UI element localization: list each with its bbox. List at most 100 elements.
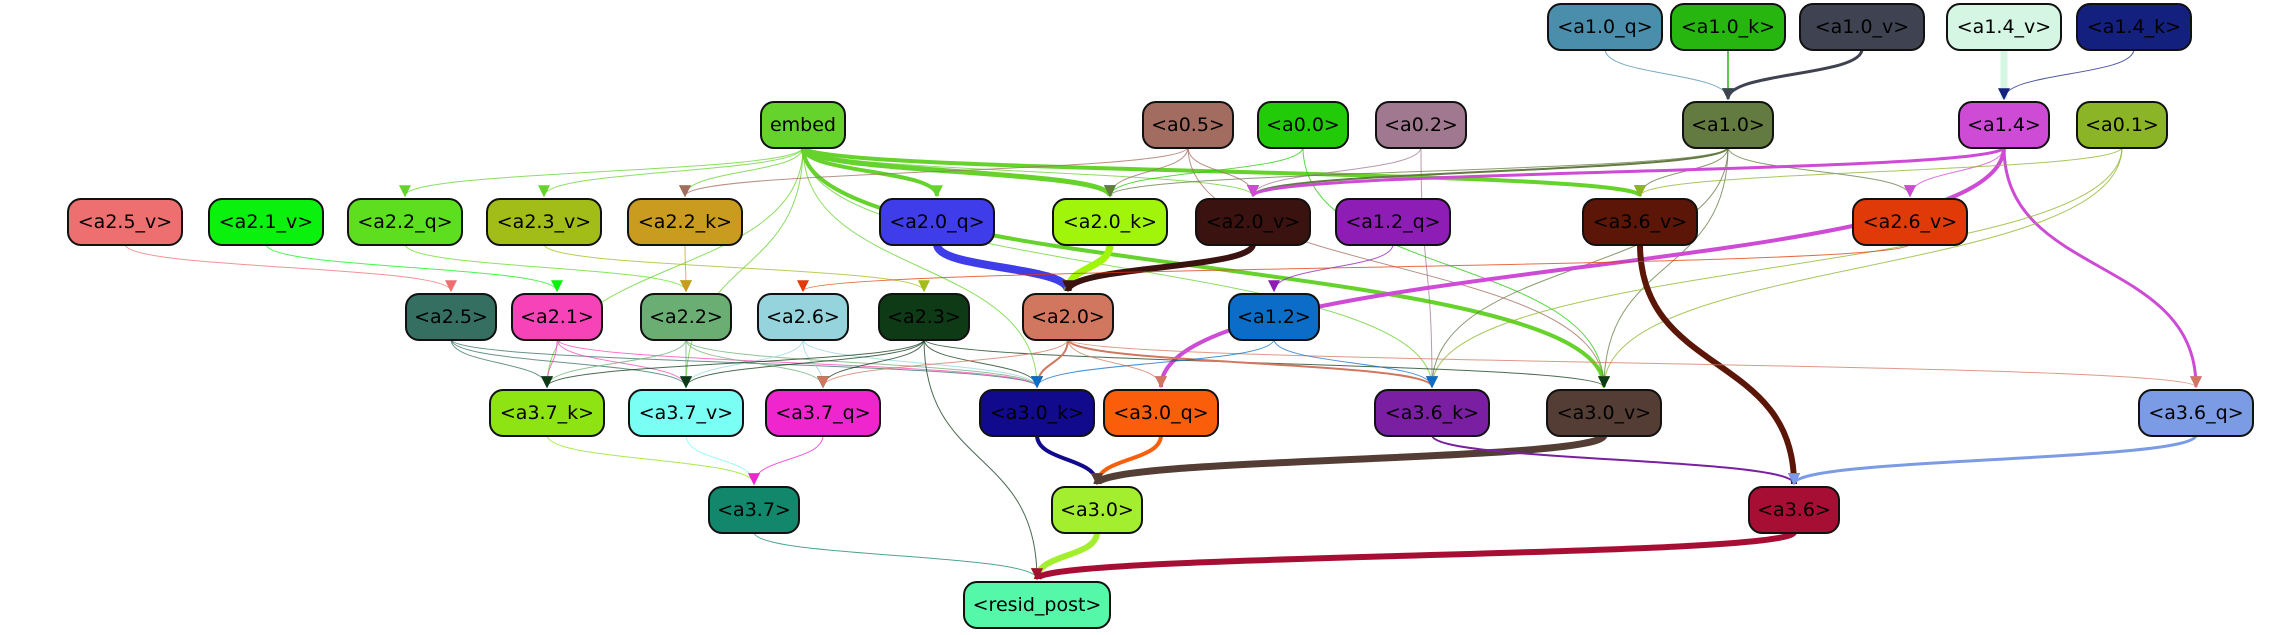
edge-embed-to-a3.7_v (680, 146, 804, 389)
node-a1-2-q[interactable]: <a1.2_q> (1335, 198, 1451, 246)
edge-a1.0_q-to-a1.0 (1604, 48, 1734, 101)
node-a3-6[interactable]: <a3.6> (1748, 486, 1840, 534)
node-a3-0-q[interactable]: <a3.0_q> (1103, 389, 1219, 437)
edge-embed-to-a3.7_k (541, 146, 804, 389)
node-label: <a0.0> (1266, 114, 1340, 136)
node-label: <a3.6_k> (1384, 402, 1480, 424)
edge-a2.5_v-to-a2.5 (124, 243, 457, 293)
node-label: <a2.2_k> (637, 211, 733, 233)
edge-a3.7_v-to-a3.7 (685, 434, 760, 486)
node-a2-0-q[interactable]: <a2.0_q> (879, 198, 995, 246)
edge-a0.0-to-a2.0_k (1104, 146, 1304, 198)
node-a1-4[interactable]: <a1.4> (1958, 101, 2050, 149)
node-a2-2[interactable]: <a2.2> (640, 293, 732, 341)
node-a2-1[interactable]: <a2.1> (511, 293, 603, 341)
node-a2-6[interactable]: <a2.6> (757, 293, 849, 341)
node-a3-7[interactable]: <a3.7> (708, 486, 800, 534)
node-a1-0-q[interactable]: <a1.0_q> (1547, 3, 1663, 51)
node-a3-6-q[interactable]: <a3.6_q> (2138, 389, 2254, 437)
node-label: <a1.4_v> (1956, 16, 2052, 38)
edge-a1.0-to-a3.0_v (1598, 146, 1729, 389)
node-label: <a1.2_q> (1345, 211, 1441, 233)
node-a3-7-v[interactable]: <a3.7_v> (628, 389, 744, 437)
node-a0-5[interactable]: <a0.5> (1142, 101, 1234, 149)
node-label: <a1.0_k> (1680, 16, 1776, 38)
node-a2-3[interactable]: <a2.3> (878, 293, 970, 341)
node-label: <a2.6_v> (1862, 211, 1958, 233)
node-label: <a2.1_v> (218, 211, 314, 233)
node-label: <a2.1> (520, 306, 594, 328)
node-a0-0[interactable]: <a0.0> (1257, 101, 1349, 149)
node-a3-7-q[interactable]: <a3.7_q> (765, 389, 881, 437)
node-label: <a3.7_v> (638, 402, 734, 424)
edge-a3.0_v-to-a3.0 (1091, 431, 1608, 488)
edge-a2.6-to-a3.0_k (802, 338, 1043, 389)
edge-embed-to-a2.0_v (802, 146, 1259, 198)
node-a1-0[interactable]: <a1.0> (1682, 101, 1774, 149)
node-a2-1-v[interactable]: <a2.1_v> (208, 198, 324, 246)
node-label: <resid_post> (972, 594, 1102, 616)
node-label: <a1.0_v> (1814, 16, 1910, 38)
edge-a3.6_v-to-a3.6 (1637, 243, 1800, 486)
node-label: <a2.2> (649, 306, 723, 328)
edge-embed-to-a2.2_q (399, 146, 804, 198)
node-a3-0-v[interactable]: <a3.0_v> (1546, 389, 1662, 437)
node-a2-5[interactable]: <a2.5> (405, 293, 497, 341)
node-label: <a2.0_q> (889, 211, 985, 233)
node-a2-0-v[interactable]: <a2.0_v> (1195, 198, 1311, 246)
node-a3-6-k[interactable]: <a3.6_k> (1374, 389, 1490, 437)
node-a2-2-k[interactable]: <a2.2_k> (627, 198, 743, 246)
node-label: <a0.1> (2085, 114, 2159, 136)
node-a1-2[interactable]: <a1.2> (1228, 293, 1320, 341)
node-label: embed (769, 114, 836, 136)
edge-a3.6-to-resid_post (1031, 529, 1797, 582)
node-a3-0-k[interactable]: <a3.0_k> (979, 389, 1095, 437)
node-label: <a3.6_v> (1592, 211, 1688, 233)
edge-a2.0_q-to-a2.0 (933, 242, 1074, 293)
node-a2-5-v[interactable]: <a2.5_v> (67, 198, 183, 246)
edge-a3.0_k-to-a3.0 (1035, 434, 1103, 486)
edge-a1.4-to-a2.6_v (1904, 146, 2005, 198)
node-label: <a3.0_q> (1113, 402, 1209, 424)
node-a0-2[interactable]: <a0.2> (1375, 101, 1467, 149)
node-label: <a2.0> (1031, 306, 1105, 328)
edge-a0.2-to-a3.6_k (1420, 146, 1438, 389)
node-a1-0-k[interactable]: <a1.0_k> (1670, 3, 1786, 51)
edge-a2.3-to-resid_post (923, 338, 1043, 581)
edge-embed-to-a3.6_k (802, 146, 1438, 389)
node-label: <a1.2> (1237, 306, 1311, 328)
edge-a3.6_k-to-a3.6 (1431, 434, 1800, 486)
node-resid-post[interactable]: <resid_post> (963, 581, 1111, 629)
edge-a0.5-to-a2.2_k (679, 146, 1189, 198)
node-embed[interactable]: embed (760, 101, 846, 149)
node-a2-6-v[interactable]: <a2.6_v> (1852, 198, 1968, 246)
node-a2-3-v[interactable]: <a2.3_v> (486, 198, 602, 246)
edge-a0.2-to-a2.0_v (1247, 146, 1422, 198)
edge-embed-to-a2.3_v (538, 146, 804, 198)
node-a1-4-k[interactable]: <a1.4_k> (2076, 3, 2192, 51)
edge-a2.6-to-a3.7_v (680, 338, 804, 389)
edge-embed-to-a3.0_v (801, 146, 1610, 389)
edge-a2.3-to-a3.7_q (817, 338, 925, 389)
node-a1-4-v[interactable]: <a1.4_v> (1946, 3, 2062, 51)
node-a2-0[interactable]: <a2.0> (1022, 293, 1114, 341)
node-a1-0-v[interactable]: <a1.0_v> (1799, 3, 1925, 51)
edge-a0.1-to-a3.6_k (1426, 146, 2123, 389)
edge-a1.0-to-a2.6_v (1727, 146, 1916, 198)
edge-a1.0-to-a2.0_k (1104, 146, 1729, 198)
node-a2-0-k[interactable]: <a2.0_k> (1052, 198, 1168, 246)
node-label: <a2.5_v> (77, 211, 173, 233)
node-label: <a3.0_v> (1556, 402, 1652, 424)
node-a2-2-q[interactable]: <a2.2_q> (347, 198, 463, 246)
node-label: <a2.3> (887, 306, 961, 328)
node-label: <a1.0> (1691, 114, 1765, 136)
edge-a2.6_v-to-a2.6 (797, 243, 1911, 293)
node-a0-1[interactable]: <a0.1> (2076, 101, 2168, 149)
node-label: <a2.6> (766, 306, 840, 328)
node-a3-6-v[interactable]: <a3.6_v> (1582, 198, 1698, 246)
node-a3-0[interactable]: <a3.0> (1051, 486, 1143, 534)
node-label: <a0.2> (1384, 114, 1458, 136)
edge-a0.1-to-a3.0_v (1598, 146, 2123, 389)
node-a3-7-k[interactable]: <a3.7_k> (489, 389, 605, 437)
node-label: <a2.0_k> (1062, 211, 1158, 233)
